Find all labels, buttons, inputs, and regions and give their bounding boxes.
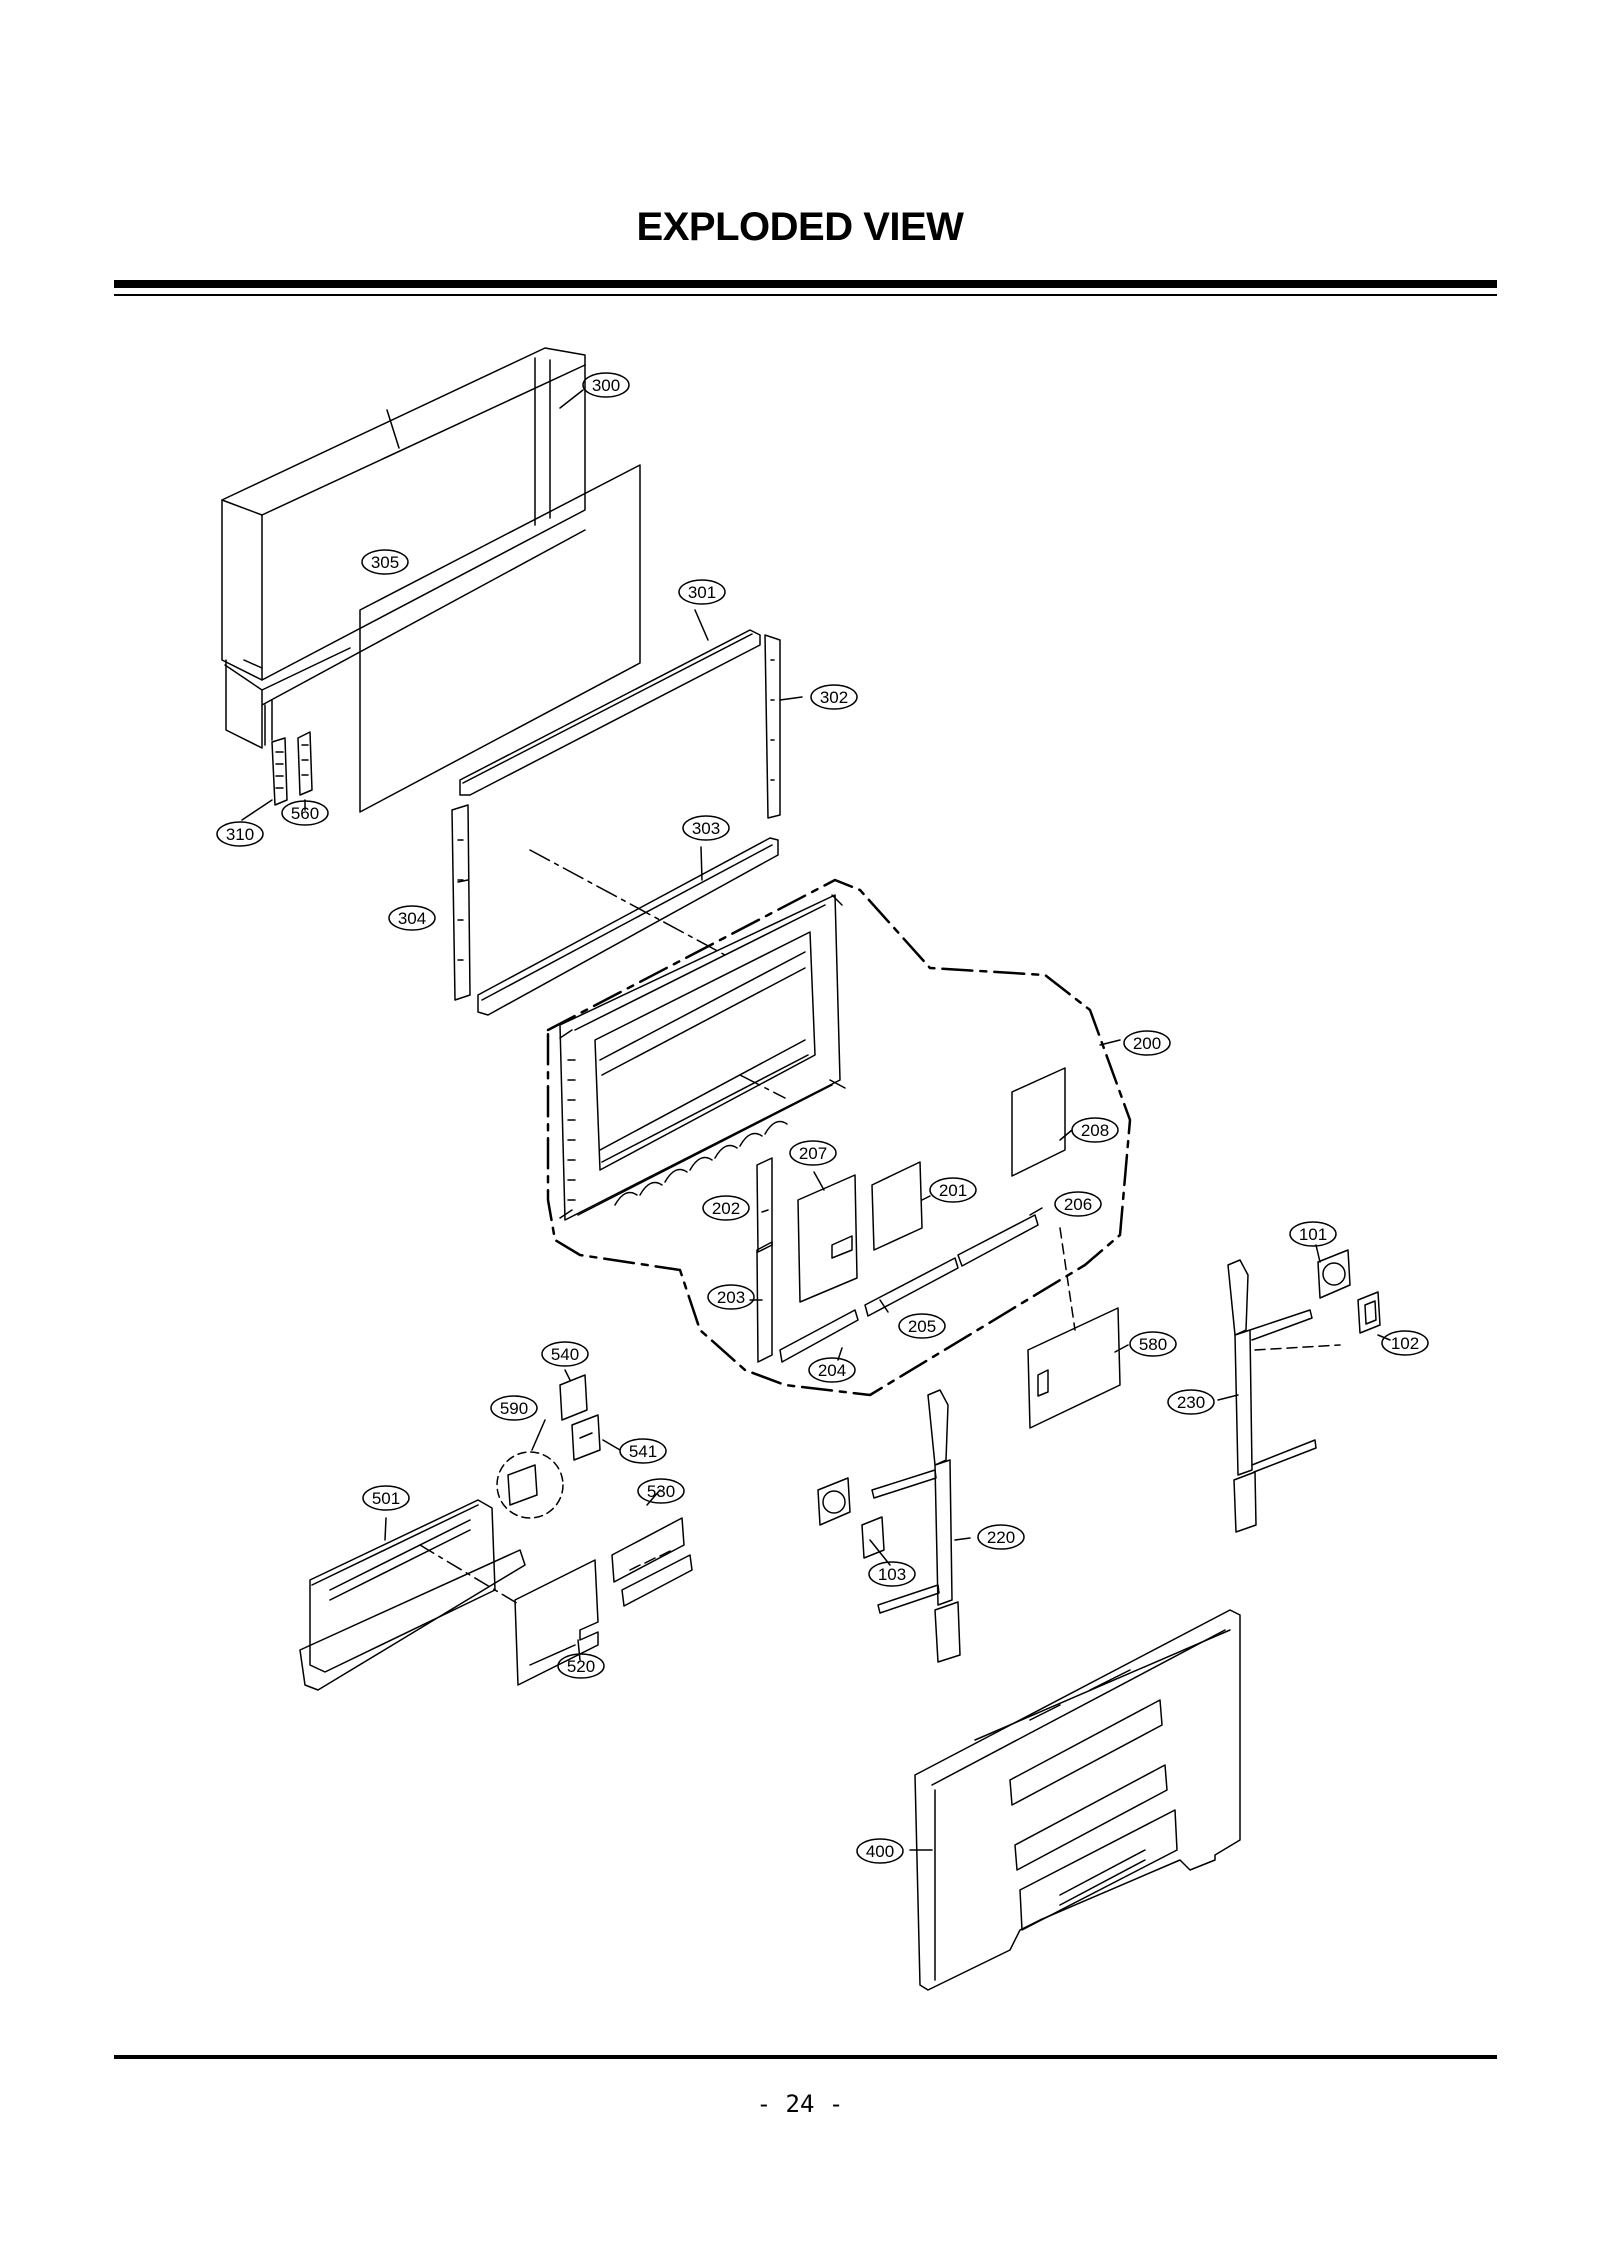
footer-rule [114,2055,1497,2059]
page-title: EXPLODED VIEW [636,205,964,249]
leader-lines [241,389,1391,1851]
speaker-grille-part-501 [299,1499,526,1691]
stand-bracket-part-220 [871,1389,961,1663]
callout-302: 302 [810,684,858,710]
bracket-part-540 [559,1374,588,1421]
callout-203-label: 203 [717,1288,745,1307]
callout-230: 230 [1167,1389,1215,1415]
left-bracket-part-304 [451,804,471,1001]
strip-part-202 [756,1157,773,1253]
callout-310-label: 310 [226,825,254,844]
callout-202-label: 202 [712,1199,740,1218]
fan-part-103 [817,1477,885,1559]
callout-204-label: 204 [818,1361,846,1380]
chassis-assembly-part-200 [546,878,1132,1397]
right-bracket-part-302 [764,634,781,819]
callout-301: 301 [678,579,726,605]
front-frame-part-300 [221,347,586,749]
back-cover-part-400 [914,1609,1241,1991]
callout-530: 530 [637,1478,685,1504]
callout-310: 310 [216,821,264,847]
callout-300: 300 [582,372,630,398]
callout-101-label: 101 [1299,1225,1327,1244]
callout-206-label: 206 [1064,1195,1092,1214]
callout-208-label: 208 [1081,1121,1109,1140]
callout-303: 303 [682,815,730,841]
board-part-208 [1011,1067,1066,1177]
callout-530-label: 530 [647,1482,675,1501]
callout-202: 202 [702,1195,750,1221]
callout-301-label: 301 [688,583,716,602]
connector-part-541 [571,1414,601,1461]
callout-540: 540 [541,1341,589,1367]
callout-101: 101 [1289,1221,1337,1247]
callout-501: 501 [362,1485,410,1511]
callout-200-label: 200 [1133,1034,1161,1053]
callout-204: 204 [808,1357,856,1383]
callout-305: 305 [361,549,409,575]
callout-590: 590 [490,1395,538,1421]
bar-part-205 [864,1257,959,1317]
board-part-580 [1027,1227,1121,1429]
page-number: - 24 - [756,2090,844,2118]
fan-part-101 [1317,1249,1351,1299]
bottom-bracket-part-303 [477,837,779,1016]
board-part-520 [514,1559,599,1686]
callout-103: 103 [868,1561,916,1587]
callout-103-label: 103 [878,1565,906,1584]
callout-207-label: 207 [799,1144,827,1163]
board-part-530 [611,1517,693,1607]
callout-501-label: 501 [372,1489,400,1508]
callout-220-label: 220 [987,1528,1015,1547]
stand-bracket-part-230 [1227,1259,1341,1533]
callout-305-label: 305 [371,553,399,572]
callout-560: 560 [281,800,329,826]
glass-panel-part-305 [359,464,641,813]
callout-590-label: 590 [500,1399,528,1418]
callout-201: 201 [929,1177,977,1203]
callout-580: 580 [1129,1331,1177,1357]
callout-302-label: 302 [820,688,848,707]
bar-part-204 [779,1309,859,1363]
callout-205-label: 205 [908,1317,936,1336]
callout-208: 208 [1071,1117,1119,1143]
callout-520: 520 [557,1653,605,1679]
callout-200: 200 [1123,1030,1171,1056]
bar-part-206 [957,1214,1039,1267]
header-rule-thick [114,280,1497,288]
callout-541: 541 [619,1438,667,1464]
callout-580-label: 580 [1139,1335,1167,1354]
callout-230-label: 230 [1177,1393,1205,1412]
callout-520-label: 520 [567,1657,595,1676]
strip-part-203 [756,1241,773,1363]
bracket-part-560 [297,731,313,796]
callout-102-label: 102 [1391,1334,1419,1353]
header-rule-thin [114,294,1497,296]
top-bracket-part-301 [459,629,761,796]
callout-201-label: 201 [939,1181,967,1200]
detail-circle-part-590 [496,1451,564,1519]
fan-bracket-part-102 [1357,1291,1381,1334]
callout-541-label: 541 [629,1442,657,1461]
callout-304: 304 [388,905,436,931]
callout-205: 205 [898,1313,946,1339]
callout-207: 207 [789,1140,837,1166]
callout-102: 102 [1381,1330,1429,1356]
bracket-part-310 [271,737,288,806]
callout-540-label: 540 [551,1345,579,1364]
assembly-center-line [529,849,726,956]
callout-220: 220 [977,1524,1025,1550]
callout-560-label: 560 [291,804,319,823]
board-part-201 [871,1161,923,1251]
board-part-207 [797,1174,858,1303]
callout-304-label: 304 [398,909,426,928]
callout-400: 400 [856,1838,904,1864]
callout-300-label: 300 [592,376,620,395]
callout-206: 206 [1054,1191,1102,1217]
callout-400-label: 400 [866,1842,894,1861]
callout-303-label: 303 [692,819,720,838]
callout-203: 203 [707,1284,755,1310]
